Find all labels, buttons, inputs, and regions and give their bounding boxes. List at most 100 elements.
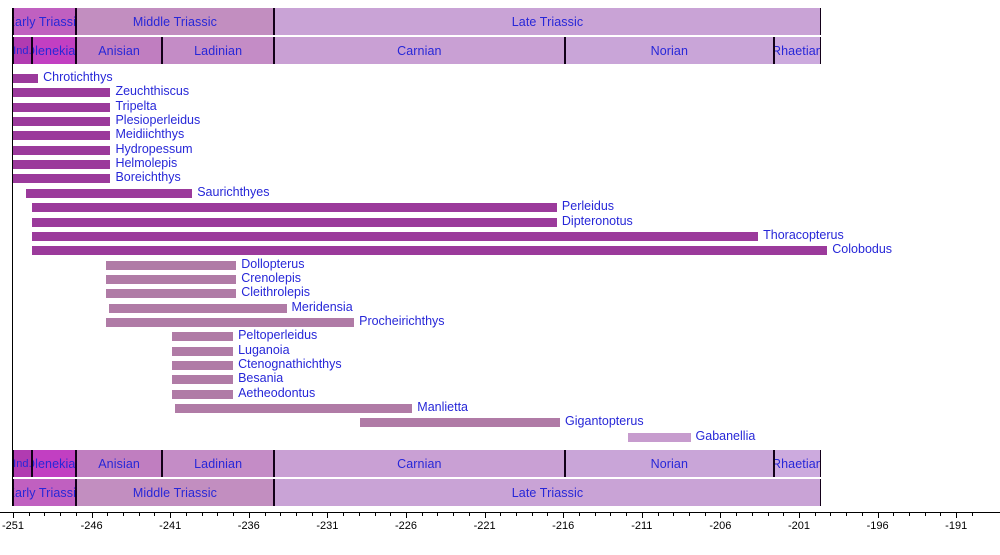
range-bar-chrotichthys[interactable] <box>13 74 39 83</box>
range-bar-dipteronotus[interactable] <box>31 217 557 227</box>
timescale-cell-late-triassic[interactable]: Late Triassic <box>273 479 821 506</box>
timescale-cell-early-triassic[interactable]: Early Triassic <box>13 8 76 35</box>
range-bar-crenolepis[interactable] <box>105 274 237 284</box>
timescale-cell-late-triassic[interactable]: Late Triassic <box>273 8 821 35</box>
axis-tick-label: -226 <box>394 520 418 532</box>
axis-tick-label: -236 <box>237 520 260 532</box>
range-bar-manlietta[interactable] <box>174 404 413 414</box>
axis-tick-minor <box>185 513 187 516</box>
axis-tick-minor <box>468 513 470 516</box>
timescale-cell-anisian[interactable]: Anisian <box>75 450 163 477</box>
range-bar-hydropessum[interactable] <box>13 145 111 155</box>
axis-tick-minor <box>578 513 580 516</box>
timescale-cell-norian[interactable]: Norian <box>564 37 774 64</box>
range-bar-thoracopterus[interactable] <box>31 231 759 241</box>
plot-left-border <box>12 8 13 506</box>
x-axis-line <box>0 512 1000 513</box>
range-label-peltoperleidus: Peltoperleidus <box>238 328 318 343</box>
range-label-aetheodontus: Aetheodontus <box>238 385 316 400</box>
axis-tick-minor <box>751 513 753 516</box>
timescale-footer-stage-row: Ind.OlenekianAnisianLadinianCarnianNoria… <box>0 450 1000 477</box>
axis-tick-major <box>484 513 486 518</box>
range-bar-gabanellia[interactable] <box>627 432 691 442</box>
axis-tick-label: -241 <box>159 520 182 532</box>
range-bar-cleithrolepis[interactable] <box>105 289 237 299</box>
range-label-manlietta: Manlietta <box>417 400 469 415</box>
axis-tick-minor <box>138 513 140 516</box>
range-bar-dollopterus[interactable] <box>105 260 237 270</box>
range-bar-peltoperleidus[interactable] <box>171 332 234 342</box>
range-bar-besania[interactable] <box>171 375 234 385</box>
timescale-cell-rhaetian[interactable]: Rhaetian <box>773 37 821 64</box>
axis-tick-minor <box>264 513 266 516</box>
range-label-tripelta: Tripelta <box>115 98 157 113</box>
timescale-cell-ind-[interactable]: Ind. <box>13 450 32 477</box>
timescale-cell-anisian[interactable]: Anisian <box>75 37 163 64</box>
axis-tick-label: -216 <box>552 520 575 532</box>
range-bar-meridensia[interactable] <box>108 303 287 313</box>
timescale-cell-middle-triassic[interactable]: Middle Triassic <box>75 479 274 506</box>
timescale-cell-carnian[interactable]: Carnian <box>273 37 565 64</box>
timescale-cell-middle-triassic[interactable]: Middle Triassic <box>75 8 274 35</box>
axis-tick-minor <box>154 513 156 516</box>
timescale-cell-ladinian[interactable]: Ladinian <box>162 450 274 477</box>
axis-tick-minor <box>217 513 219 516</box>
timescale-cell-rhaetian[interactable]: Rhaetian <box>773 450 821 477</box>
axis-tick-minor <box>28 513 30 516</box>
range-label-thoracopterus: Thoracopterus <box>763 227 844 242</box>
range-bar-perleidus[interactable] <box>31 203 557 213</box>
axis-tick-minor <box>657 513 659 516</box>
axis-tick-minor <box>44 513 46 516</box>
timescale-header-stage-row: Ind.OlenekianAnisianLadinianCarnianNoria… <box>0 37 1000 64</box>
axis-tick-label: -246 <box>80 520 103 532</box>
axis-tick-minor <box>295 513 297 516</box>
axis-tick-major <box>327 513 329 518</box>
range-label-procheirichthys: Procheirichthys <box>359 313 445 328</box>
timescale-cell-ladinian[interactable]: Ladinian <box>162 37 274 64</box>
axis-tick-label: -206 <box>709 520 732 532</box>
range-label-chrotichthys: Chrotichthys <box>43 70 113 84</box>
range-bar-helmolepis[interactable] <box>13 160 111 170</box>
axis-tick-major <box>170 513 172 518</box>
axis-tick-minor <box>940 513 942 516</box>
timescale-cell-olenekian[interactable]: Olenekian <box>31 37 76 64</box>
range-bar-boreichthys[interactable] <box>13 174 111 184</box>
axis-tick-major <box>956 513 958 518</box>
axis-tick-minor <box>594 513 596 516</box>
timescale-cell-carnian[interactable]: Carnian <box>273 450 565 477</box>
axis-tick-major <box>799 513 800 518</box>
axis-tick-minor <box>358 513 360 516</box>
timescale-cell-olenekian[interactable]: Olenekian <box>31 450 76 477</box>
range-bar-luganoia[interactable] <box>171 346 234 356</box>
range-bar-tripelta[interactable] <box>13 102 111 112</box>
range-bar-zeuchthiscus[interactable] <box>13 88 111 98</box>
timescale-cell-early-triassic[interactable]: Early Triassic <box>13 479 76 506</box>
axis-tick-label: -191 <box>945 520 968 532</box>
axis-tick-minor <box>547 513 549 516</box>
range-label-gigantopterus: Gigantopterus <box>565 414 644 429</box>
axis-tick-minor <box>280 513 282 516</box>
range-label-meidiichthys: Meidiichthys <box>115 127 185 142</box>
timescale-cell-norian[interactable]: Norian <box>564 450 774 477</box>
range-bar-colobodus[interactable] <box>31 246 828 256</box>
range-bar-plesioperleidus[interactable] <box>13 117 111 127</box>
timescale-cell-ind-[interactable]: Ind. <box>13 37 32 64</box>
range-label-helmolepis: Helmolepis <box>115 156 178 171</box>
range-bar-procheirichthys[interactable] <box>105 317 355 327</box>
axis-tick-label: -251 <box>1 520 25 532</box>
axis-tick-label: -211 <box>631 520 653 532</box>
axis-tick-minor <box>893 513 895 516</box>
axis-tick-minor <box>123 513 125 516</box>
range-bar-meidiichthys[interactable] <box>13 131 111 141</box>
range-bar-saurichthyes[interactable] <box>25 188 193 198</box>
axis-tick-minor <box>374 513 376 516</box>
axis-tick-major <box>13 513 14 518</box>
range-label-dipteronotus: Dipteronotus <box>561 213 633 228</box>
range-bar-ctenognathichthys[interactable] <box>171 361 234 370</box>
range-bar-aetheodontus[interactable] <box>171 389 234 399</box>
range-label-meridensia: Meridensia <box>291 299 353 314</box>
axis-tick-minor <box>783 513 785 516</box>
range-bar-gigantopterus[interactable] <box>360 418 561 428</box>
